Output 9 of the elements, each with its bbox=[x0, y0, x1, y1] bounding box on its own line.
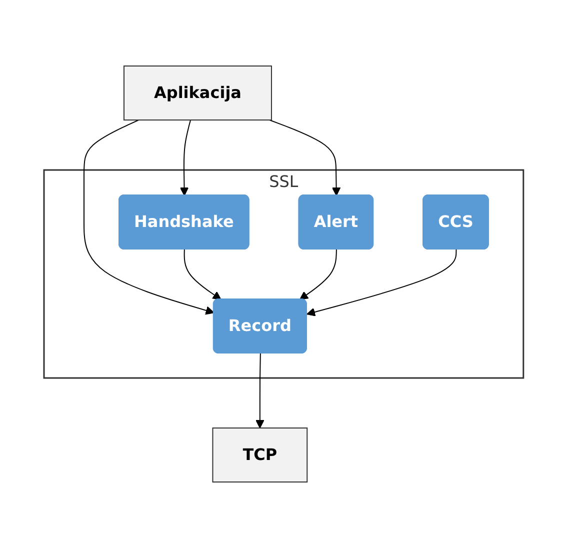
arrow bbox=[180, 120, 191, 196]
arrow bbox=[268, 120, 340, 196]
arrow bbox=[184, 249, 222, 300]
node-box: TCP bbox=[212, 428, 308, 482]
arrow bbox=[299, 249, 337, 300]
arrow bbox=[83, 120, 214, 315]
arrow bbox=[255, 353, 264, 428]
node-box: Aplikacija bbox=[123, 66, 272, 120]
arrow bbox=[306, 249, 457, 316]
